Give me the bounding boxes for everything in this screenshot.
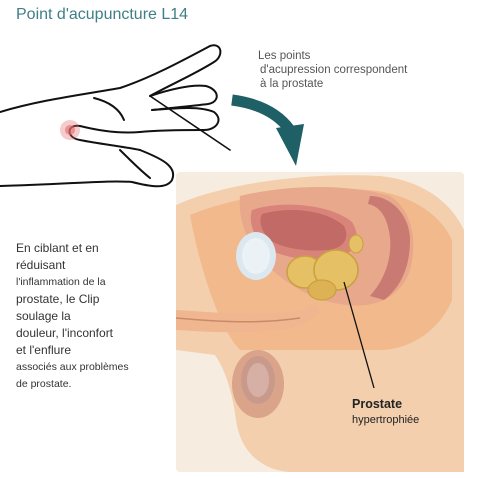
caption-line-2: d'acupression correspondent [260, 64, 408, 76]
description-line: et l'enflure [16, 343, 71, 357]
caption-line-3: à la prostate [260, 78, 324, 90]
acupoint-caption: Les points d'acupression correspondent à… [258, 49, 458, 91]
description-line: douleur, l'inconfort [16, 326, 114, 340]
caption-line-1: Les points [258, 50, 311, 62]
pelvis-cross-section [175, 172, 464, 472]
page-title: Point d'acupuncture L14 [16, 6, 189, 23]
prostate-label: Prostate [352, 397, 403, 411]
curved-arrow-icon [231, 94, 304, 166]
description-line: soulage la [16, 309, 71, 323]
description-line: réduisant [16, 258, 66, 272]
acupoint-marker [65, 125, 75, 135]
description-line: l'inflammation de la [16, 276, 106, 288]
hypertrophied-label: hypertrophiée [352, 414, 420, 426]
description-line: de prostate. [16, 378, 72, 390]
description-line: prostate, le Clip [16, 292, 100, 306]
prostate-gland [286, 234, 364, 301]
description-line: En ciblant et en [16, 241, 99, 255]
description-line: associés aux problèmes [16, 361, 129, 373]
description-text: En ciblant et en réduisant l'inflammatio… [16, 240, 191, 393]
hand-illustration [0, 44, 231, 188]
